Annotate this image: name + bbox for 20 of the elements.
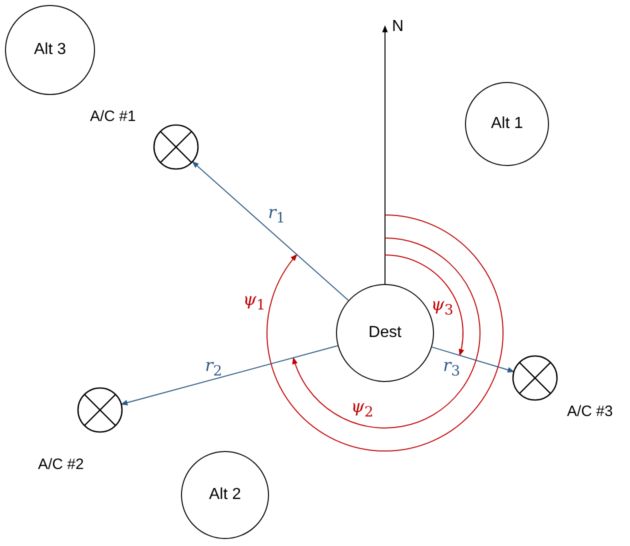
arrow <box>192 161 349 301</box>
node-label: Alt 3 <box>34 41 66 59</box>
node-caption: A/C #2 <box>38 456 84 473</box>
node-caption: A/C #1 <box>90 108 136 125</box>
angle-label: ψ$_{2}$ <box>351 397 374 420</box>
crossed-circle-symbol <box>512 355 558 401</box>
arrow <box>120 345 338 406</box>
node-label: Alt 2 <box>208 486 241 504</box>
node-label: Dest <box>368 324 402 342</box>
node-label: Alt 1 <box>490 115 523 133</box>
node-caption: A/C #3 <box>567 403 613 420</box>
angle-label: ψ$_{1}$ <box>243 290 266 314</box>
direction-label: N <box>392 18 404 36</box>
edge-label: r$_{2}$ <box>205 356 222 380</box>
edge-label: r$_{3}$ <box>443 356 460 380</box>
arrow <box>431 346 515 373</box>
angle-label: ψ$_{3}$ <box>431 295 454 318</box>
crossed-circle-symbol <box>77 387 123 433</box>
crossed-circle-symbol <box>153 124 199 170</box>
edge-label: r$_{1}$ <box>268 203 286 226</box>
